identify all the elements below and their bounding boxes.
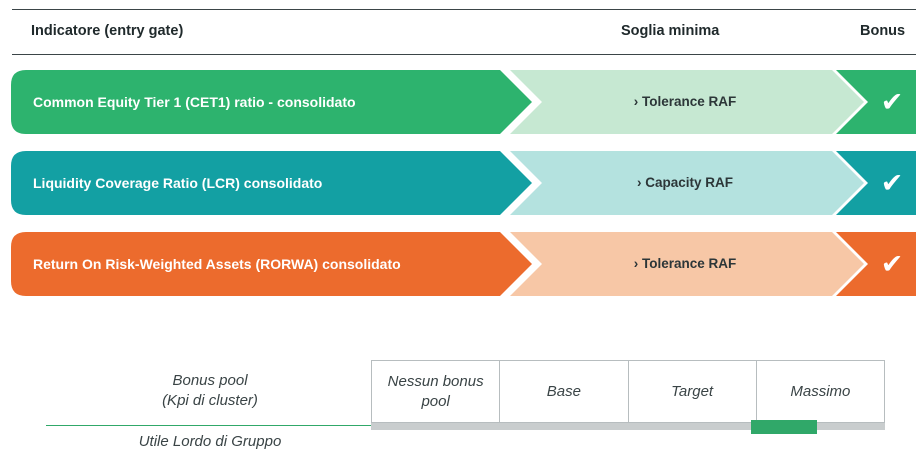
header-threshold: Soglia minima [621, 23, 720, 39]
row-bonus-band [836, 151, 916, 215]
scale-selected-marker [751, 420, 817, 434]
row-label: Common Equity Tier 1 (CET1) ratio - cons… [33, 94, 356, 110]
scale-level-nessun-bonus-pool: Nessun bonus pool [387, 372, 484, 410]
kpi-row-rorwa: Return On Risk-Weighted Assets (RORWA) c… [0, 232, 916, 296]
row-arrow-shapes [11, 151, 916, 215]
scale-level-base: Base [499, 361, 627, 422]
header-bonus: Bonus [860, 23, 906, 39]
scale-level-massimo: Massimo [755, 361, 884, 422]
scale-baseline [371, 423, 885, 430]
row-arrow-shapes [11, 70, 916, 134]
bonus-pool-scale: Nessun bonus pool Base Target Massimo [371, 360, 885, 423]
bonus-pool-metric: Utile Lordo di Gruppo [138, 433, 282, 450]
checkmark-icon: ✔ [880, 249, 904, 279]
bonus-pool-subtitle: (Kpi di cluster) [162, 392, 258, 409]
row-indicator-band [11, 232, 532, 296]
row-bonus-band [836, 232, 916, 296]
row-threshold: › Tolerance RAF [633, 94, 737, 109]
row-label: Liquidity Coverage Ratio (LCR) consolida… [33, 175, 323, 191]
checkmark-icon: ✔ [880, 168, 904, 198]
checkmark-icon: ✔ [880, 87, 904, 117]
row-threshold-band [510, 151, 864, 215]
header-indicator: Indicatore (entry gate) [31, 23, 184, 39]
bonus-pool-title: Bonus pool [172, 372, 248, 389]
scale-level-target: Target [627, 361, 756, 422]
header-top-rule [12, 9, 916, 10]
row-threshold-band [510, 232, 864, 296]
row-threshold: › Tolerance RAF [633, 256, 737, 271]
kpi-row-cet1: Common Equity Tier 1 (CET1) ratio - cons… [0, 70, 916, 134]
row-label: Return On Risk-Weighted Assets (RORWA) c… [33, 256, 401, 272]
row-bonus-band [836, 70, 916, 134]
kpi-row-lcr: Liquidity Coverage Ratio (LCR) consolida… [0, 151, 916, 215]
row-indicator-band [11, 70, 532, 134]
bonus-pool-label: Bonus pool (Kpi di cluster) [60, 371, 360, 411]
row-indicator-band [11, 151, 532, 215]
bonus-pool-divider [46, 425, 371, 426]
row-threshold: › Capacity RAF [636, 175, 734, 190]
header-bottom-rule [12, 54, 916, 55]
row-threshold-band [510, 70, 864, 134]
row-arrow-shapes [11, 232, 916, 296]
